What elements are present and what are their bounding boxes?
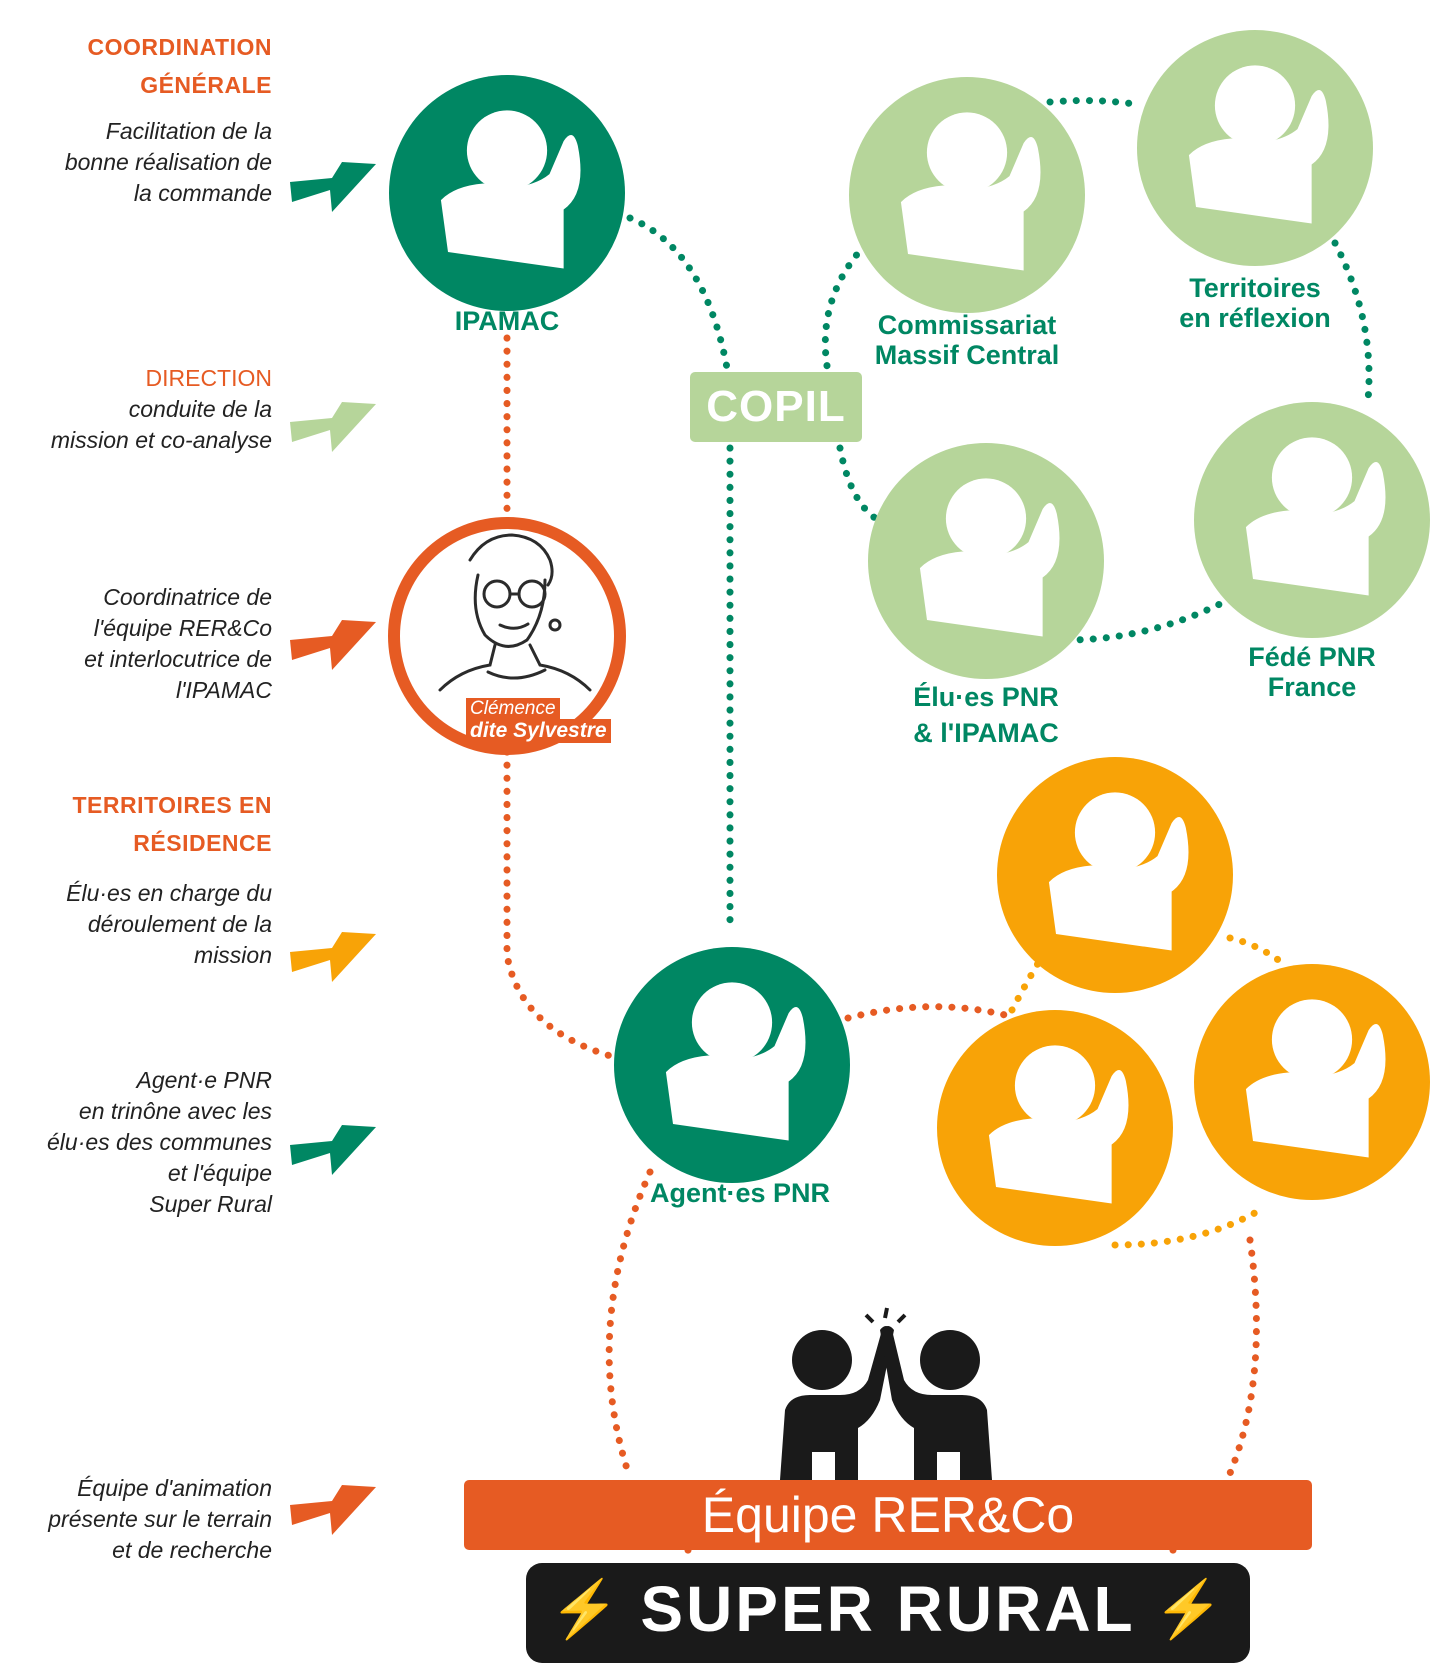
person-node-territory-left [937, 1010, 1173, 1246]
node-label-commissariat: Commissariat Massif Central [875, 310, 1060, 370]
connector-ipamac-copil [626, 214, 731, 372]
portrait-name: Clémence [466, 698, 560, 719]
section-header-territoires-2: RÉSIDENCE [133, 830, 272, 856]
sidebar-desc-line: la commande [133, 180, 272, 206]
sidebar-desc-line: bonne réalisation de [64, 149, 272, 175]
node-label-agents: Agent·es PNR [649, 1178, 831, 1208]
connector-territory-equipe [1224, 1236, 1260, 1482]
sidebar-desc-line: et de recherche [112, 1537, 272, 1563]
sidebar-desc-line: Super Rural [149, 1191, 272, 1217]
sidebar-desc-line: Agent·e PNR [136, 1067, 272, 1093]
lightning-bolt-icon: ⚡ [1153, 1577, 1227, 1640]
node-label-line: France [1267, 672, 1357, 702]
sidebar-desc-line: Coordinatrice de [103, 584, 272, 610]
connector-elus-fede [1063, 596, 1232, 644]
person-node-territory-right [1194, 964, 1430, 1200]
person-node-fede [1194, 402, 1430, 638]
connector-agents-equipe [605, 1168, 654, 1482]
connector-copil-elus [836, 444, 879, 522]
sidebar-desc-line: présente sur le terrain [48, 1506, 272, 1532]
sidebar-desc-line: conduite de la [128, 396, 272, 422]
sidebar-desc-line: et interlocutrice de [84, 646, 272, 672]
sidebar-desc-line: et l'équipe [167, 1160, 272, 1186]
node-label-line: Fédé PNR [1248, 642, 1376, 672]
lightning-bolt-icon-agent [290, 1125, 376, 1175]
person-node-territoires [1137, 30, 1373, 266]
equipe-banner: Équipe RER&Co [464, 1480, 1312, 1550]
connector-agents-territory [844, 1003, 1009, 1022]
section-header-direction: DIRECTION [145, 365, 273, 391]
node-label-line: Élu·es PNR [913, 682, 1059, 712]
sidebar-desc-line: l'équipe RER&Co [93, 615, 272, 641]
lightning-bolt-icon-coordination [290, 162, 376, 212]
lightning-bolt-icon-equipe [290, 1485, 376, 1535]
sidebar-desc-line: déroulement de la [87, 911, 272, 937]
high-five-icon [780, 1307, 992, 1480]
node-label-line: en réflexion [1179, 303, 1331, 333]
connector-portrait-agents [503, 748, 618, 1061]
person-node-territory-top [997, 757, 1233, 993]
section-header-coordination-2: GÉNÉRALE [140, 72, 272, 98]
sidebar-desc-line: l'IPAMAC [176, 677, 272, 703]
person-node-agents [614, 947, 850, 1183]
portrait-alias: dite Sylvestre [466, 719, 611, 743]
sidebar-desc-line: élu·es des communes [47, 1129, 272, 1155]
sidebar-direction: DIRECTION conduite de la mission et co-a… [51, 363, 272, 456]
super-rural-label: SUPER RURAL [640, 1573, 1136, 1645]
section-header-coordination: COORDINATION [87, 34, 272, 60]
sidebar-desc-line: Facilitation de la [105, 118, 272, 144]
lightning-bolt-icon: ⚡ [549, 1577, 623, 1640]
connector-commissariat-copil [821, 241, 869, 376]
person-node-commissariat [849, 77, 1085, 313]
connector-territory-triangle-3 [1111, 1206, 1264, 1249]
sidebar-equipe: Équipe d'animation présente sur le terra… [48, 1473, 272, 1566]
person-node-ipamac [389, 75, 625, 311]
sidebar-desc-line: mission et co-analyse [50, 427, 272, 453]
super-rural-banner: ⚡ SUPER RURAL ⚡ [526, 1563, 1250, 1663]
node-label-line: Commissariat [877, 310, 1057, 340]
lightning-bolt-icon-coordinatrice [290, 620, 376, 670]
lightning-bolt-icon-direction [290, 402, 376, 452]
portrait-circle [388, 517, 626, 755]
sidebar-agent: Agent·e PNR en trinône avec les élu·es d… [47, 1065, 272, 1220]
person-node-elus [868, 443, 1104, 679]
section-header-territoires: TERRITOIRES EN [72, 792, 272, 818]
node-label-territoires: Territoires en réflexion [1179, 273, 1331, 333]
node-label-fede: Fédé PNR France [1248, 642, 1376, 702]
node-label-line: Territoires [1189, 273, 1321, 303]
sidebar-desc-line: Équipe d'animation [77, 1475, 272, 1501]
connector-commissariat-territoires [1046, 97, 1144, 109]
sidebar-coordination: COORDINATION GÉNÉRALE Facilitation de la… [65, 28, 272, 209]
connector-territory-triangle-2 [1226, 934, 1289, 969]
node-label-ipamac: IPAMAC [454, 306, 560, 336]
sidebar-desc-line: en trinône avec les [78, 1098, 272, 1124]
connector-territory-triangle-1 [1008, 956, 1044, 1014]
node-label-elus: Élu·es PNR & l'IPAMAC [913, 682, 1059, 748]
sidebar-coordinatrice: Coordinatrice de l'équipe RER&Co et inte… [84, 582, 272, 706]
sidebar-desc-line: Élu·es en charge du [66, 880, 272, 906]
node-label-line: & l'IPAMAC [913, 718, 1059, 748]
connector-territoires-fede [1331, 239, 1373, 404]
node-label-line: Massif Central [874, 340, 1060, 370]
sidebar-territoires: TERRITOIRES EN RÉSIDENCE Élu·es en charg… [66, 786, 272, 971]
sidebar-desc-line: mission [194, 942, 272, 968]
copil-box: COPIL [690, 372, 862, 442]
lightning-bolt-icon-territoires [290, 932, 376, 982]
